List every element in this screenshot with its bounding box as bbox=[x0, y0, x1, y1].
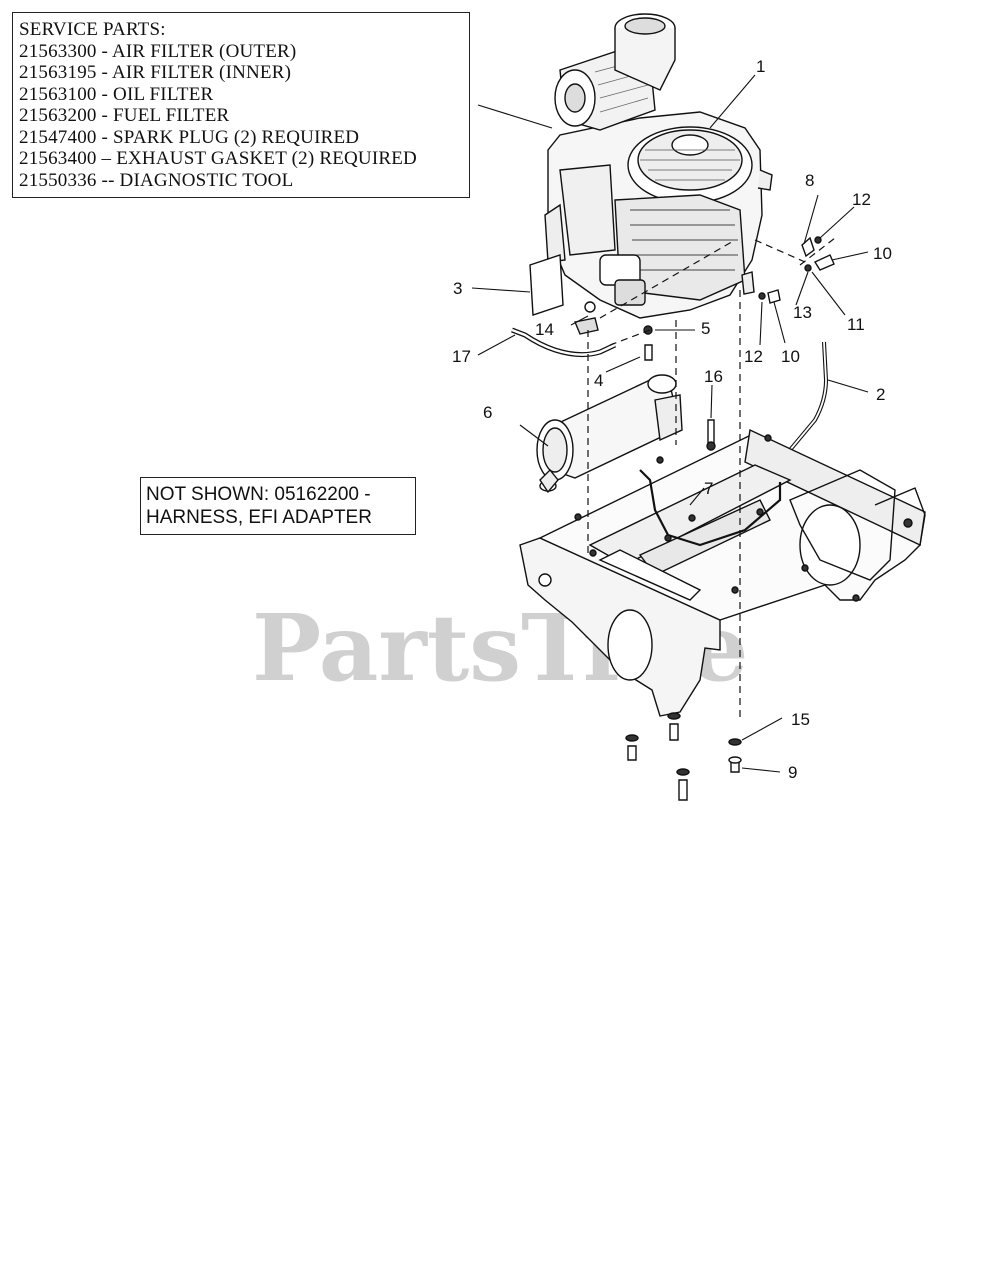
callout-12-top: 12 bbox=[852, 190, 871, 209]
bottom-hardware bbox=[625, 712, 742, 801]
callout-17: 17 bbox=[452, 347, 471, 366]
callout-6: 6 bbox=[483, 403, 492, 422]
callout-3: 3 bbox=[453, 279, 462, 298]
muffler bbox=[536, 374, 683, 494]
engine-illustration bbox=[529, 13, 773, 319]
callout-9: 9 bbox=[788, 763, 797, 782]
not-shown-line-1: NOT SHOWN: 05162200 - bbox=[146, 484, 371, 505]
service-part-line: 21563300 - AIR FILTER (OUTER) bbox=[19, 40, 297, 62]
leader-lines bbox=[471, 74, 869, 773]
callout-12-bottom: 12 bbox=[744, 347, 763, 366]
callout-10-bottom: 10 bbox=[781, 347, 800, 366]
service-part-line: 21563195 - AIR FILTER (INNER) bbox=[19, 62, 292, 83]
callout-11: 11 bbox=[847, 315, 865, 334]
callout-2: 2 bbox=[876, 385, 885, 404]
callout-1: 1 bbox=[756, 57, 765, 76]
alignment-lines bbox=[587, 237, 836, 720]
callout-7: 7 bbox=[704, 479, 713, 498]
service-parts-title: SERVICE PARTS: bbox=[19, 19, 166, 40]
service-part-line: 21563400 – EXHAUST GASKET (2) REQUIRED bbox=[19, 148, 417, 169]
not-shown-note: NOT SHOWN: 05162200 - HARNESS, EFI ADAPT… bbox=[140, 477, 416, 535]
callout-13: 13 bbox=[793, 303, 812, 322]
service-part-line: 21547400 - SPARK PLUG (2) REQUIRED bbox=[19, 126, 360, 148]
service-part-line: 21563200 - FUEL FILTER bbox=[19, 105, 230, 126]
service-part-line: 21550336 -- DIAGNOSTIC TOOL bbox=[19, 169, 294, 191]
callout-8: 8 bbox=[805, 171, 814, 190]
callout-14: 14 bbox=[535, 320, 554, 339]
callout-5: 5 bbox=[701, 319, 710, 338]
callout-16: 16 bbox=[704, 367, 723, 386]
frame-illustration bbox=[519, 428, 926, 717]
callout-labels: 1 2 3 4 5 6 7 8 9 10 10 11 12 12 13 14 1… bbox=[452, 57, 892, 782]
service-parts-box: SERVICE PARTS: 21563300 - AIR FILTER (OU… bbox=[12, 12, 470, 198]
callout-4: 4 bbox=[594, 371, 603, 390]
service-part-line: 21563100 - OIL FILTER bbox=[19, 83, 214, 105]
callout-15: 15 bbox=[791, 710, 810, 729]
not-shown-line-2: HARNESS, EFI ADAPTER bbox=[146, 507, 372, 528]
callout-10-top: 10 bbox=[873, 244, 892, 263]
